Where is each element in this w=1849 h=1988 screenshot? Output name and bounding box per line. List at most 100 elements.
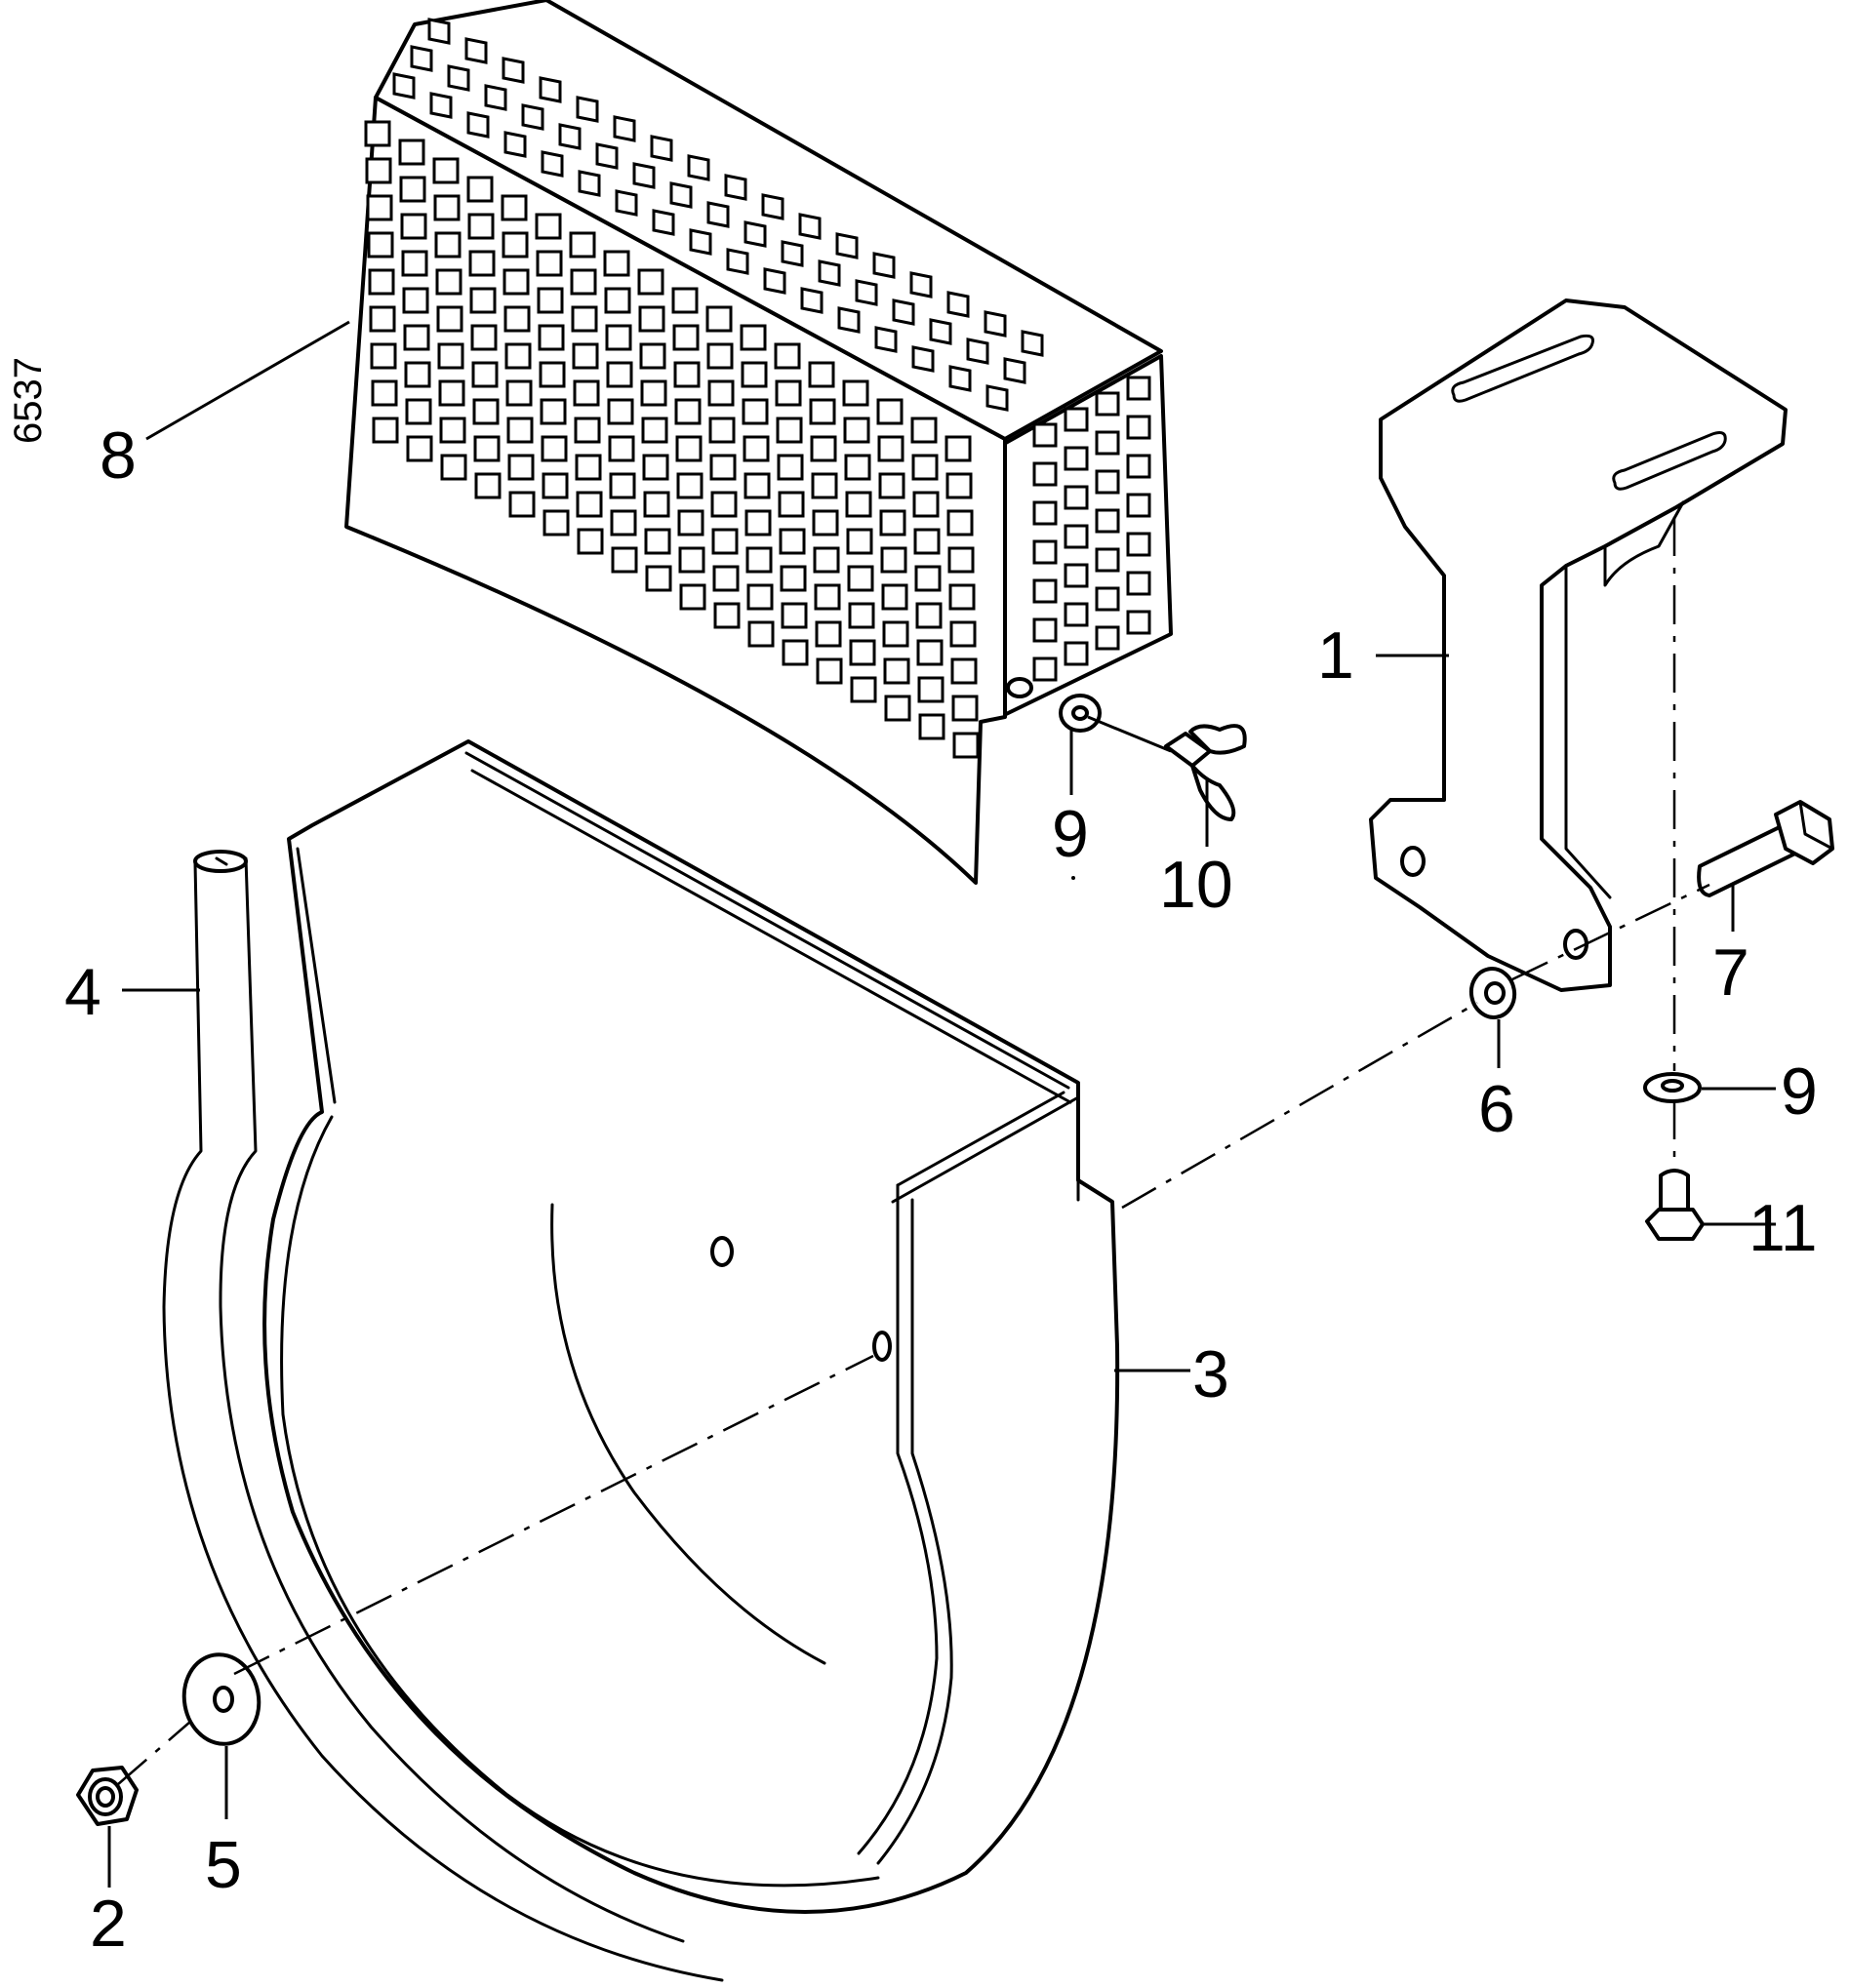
mesh-cell xyxy=(472,398,500,425)
mesh-cell xyxy=(880,546,907,574)
mesh-cell xyxy=(1032,617,1058,643)
mesh-cell xyxy=(427,18,451,45)
mesh-cell xyxy=(392,72,416,99)
mesh-cell xyxy=(883,657,910,685)
mesh-cell xyxy=(502,57,525,84)
mesh-cell xyxy=(1126,571,1151,596)
mesh-cell xyxy=(645,565,672,592)
mesh-cell xyxy=(1095,469,1120,495)
mesh-cell xyxy=(468,250,496,277)
mesh-cell xyxy=(610,509,637,537)
mesh-cell xyxy=(687,154,710,181)
mesh-cell xyxy=(774,342,801,370)
mesh-cell xyxy=(874,326,898,353)
mesh-cell xyxy=(985,384,1009,412)
mesh-cell xyxy=(1003,357,1026,384)
mesh-cell xyxy=(917,676,945,703)
mesh-cell xyxy=(929,318,952,345)
mesh-cell xyxy=(910,417,938,444)
hex-screw-part xyxy=(1645,1169,1705,1241)
mesh-cell xyxy=(948,583,976,611)
mesh-cell xyxy=(674,398,702,425)
mesh-cell xyxy=(469,287,497,314)
mesh-cell xyxy=(440,454,467,481)
mesh-cell xyxy=(672,324,700,351)
mesh-cell xyxy=(637,268,664,296)
mesh-cell xyxy=(746,583,774,611)
callout-3: 3 xyxy=(1192,1337,1229,1411)
callout-2: 2 xyxy=(90,1887,127,1961)
mesh-cell xyxy=(366,194,393,221)
mesh-cell xyxy=(849,639,876,666)
mesh-cell xyxy=(400,213,427,240)
mesh-cell xyxy=(503,305,531,333)
mesh-cell xyxy=(843,417,870,444)
mesh-cell xyxy=(761,193,784,220)
mesh-cell xyxy=(1126,493,1151,518)
mesh-cell xyxy=(706,342,734,370)
mesh-cell xyxy=(1064,485,1089,510)
mesh-cell xyxy=(571,305,598,333)
mesh-cell xyxy=(724,174,747,201)
mesh-cell xyxy=(881,583,908,611)
callout-4: 4 xyxy=(64,955,101,1029)
mesh-cell xyxy=(1032,500,1058,526)
mesh-cell xyxy=(1064,407,1089,432)
mesh-cell xyxy=(578,170,601,197)
mesh-cell xyxy=(643,491,670,518)
mesh-cell xyxy=(1064,524,1089,549)
mesh-cell xyxy=(1095,430,1120,456)
mesh-cell xyxy=(613,115,636,142)
mesh-cell xyxy=(644,528,671,555)
mesh-cell xyxy=(744,472,771,499)
mesh-cell xyxy=(537,287,564,314)
mesh-cell xyxy=(911,345,935,373)
mesh-cell xyxy=(502,268,530,296)
mesh-cell xyxy=(640,379,667,407)
mesh-cell xyxy=(466,111,490,139)
mesh-cell xyxy=(467,213,495,240)
mesh-cell xyxy=(632,162,656,189)
mesh-cell xyxy=(812,509,839,537)
mesh-cell xyxy=(741,361,768,388)
mesh-cell xyxy=(433,194,461,221)
mesh-cell xyxy=(850,676,877,703)
mesh-cell xyxy=(835,232,859,259)
washer-large-part xyxy=(181,1652,261,1746)
mesh-cell xyxy=(484,84,507,111)
mesh-cell xyxy=(541,150,564,178)
mesh-cell xyxy=(673,361,701,388)
mesh-cell xyxy=(876,398,904,425)
mesh-grid-top xyxy=(392,18,1044,412)
mesh-cell xyxy=(1095,391,1120,417)
mesh-cell xyxy=(909,271,933,298)
mesh-cell xyxy=(949,620,977,648)
mesh-cell xyxy=(573,379,600,407)
mesh-cell xyxy=(747,620,775,648)
mesh-cell xyxy=(911,454,939,481)
mesh-cell xyxy=(916,639,944,666)
callout-9-upper: 9 xyxy=(1052,797,1089,871)
mesh-grid-front xyxy=(364,120,980,759)
mesh-cell xyxy=(1032,578,1058,604)
mesh-cell xyxy=(782,639,809,666)
mesh-cell xyxy=(912,491,940,518)
mesh-cell xyxy=(642,454,669,481)
mesh-cell xyxy=(404,361,431,388)
mesh-cell xyxy=(539,76,562,103)
mesh-cell xyxy=(574,417,601,444)
mesh-cell xyxy=(877,435,904,462)
mesh-cell xyxy=(808,361,835,388)
mesh-cell xyxy=(538,324,565,351)
mesh-guard-part xyxy=(344,0,1173,885)
mesh-cell xyxy=(595,142,619,170)
mesh-cell xyxy=(615,189,638,217)
mesh-cell xyxy=(798,213,822,240)
mesh-cell xyxy=(406,435,433,462)
mesh-cell xyxy=(435,268,462,296)
mesh-cell xyxy=(1032,461,1058,487)
callout-1: 1 xyxy=(1317,618,1354,693)
mesh-cell xyxy=(508,491,536,518)
mesh-cell xyxy=(365,157,392,184)
